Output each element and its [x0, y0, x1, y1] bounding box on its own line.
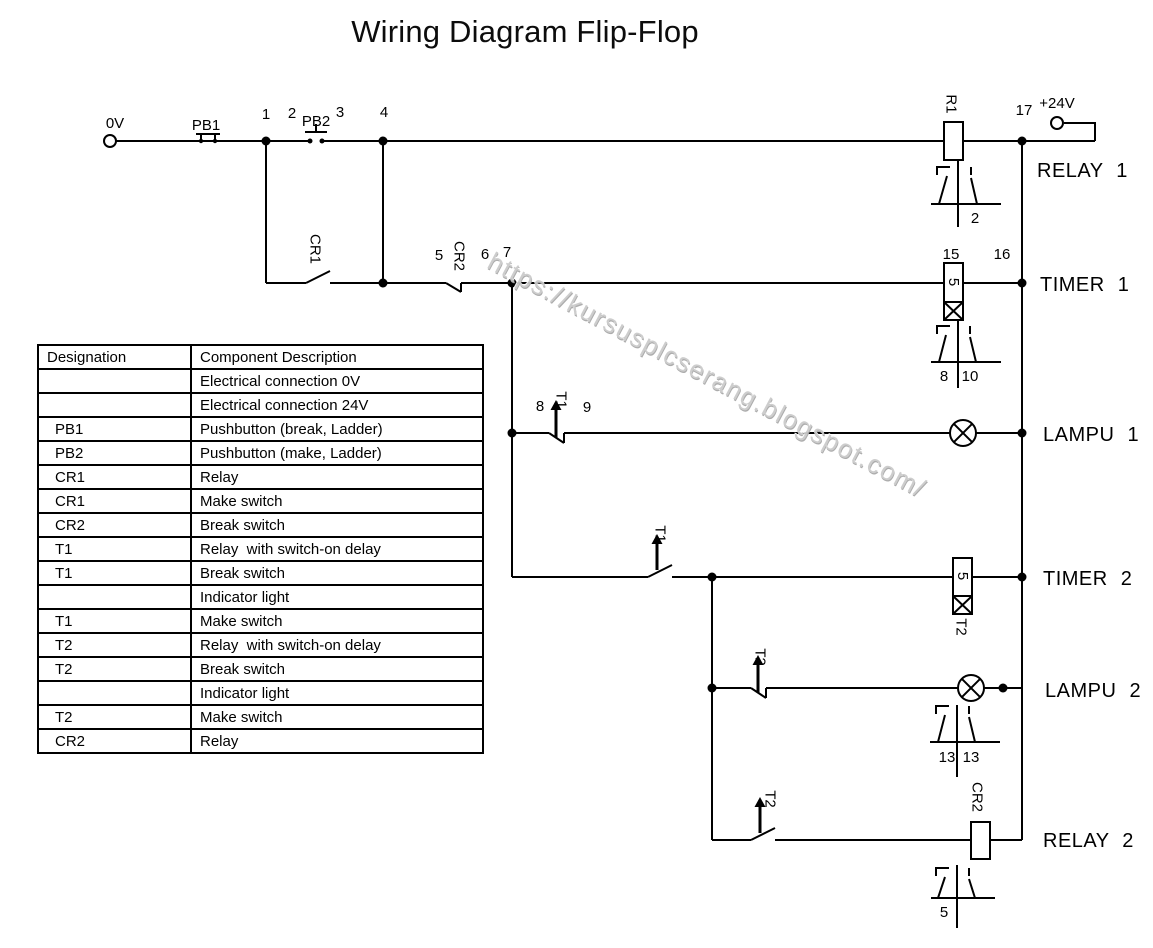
contact-cr1-make	[305, 270, 331, 284]
changeover-ref-cr2	[931, 865, 995, 928]
contact-t2-break-delay	[750, 655, 767, 699]
timer2-coil-tag: T2	[953, 618, 970, 636]
terminal-0v-icon	[103, 134, 117, 148]
relay2-row-label: RELAY 2	[1043, 830, 1134, 852]
changeover-ref-r1	[931, 160, 1001, 227]
node-7-label: 7	[503, 244, 511, 261]
relay-coil-cr2	[970, 821, 991, 860]
relay1-row-label: RELAY 1	[1037, 160, 1128, 182]
r1-coil-label: R1	[943, 94, 960, 113]
node-4-label: 4	[380, 104, 388, 121]
relay2-switch-tag: T2	[762, 790, 779, 808]
timer1-ref-right: 10	[962, 368, 979, 385]
timer1-ref-left: 8	[940, 368, 948, 385]
cr2-coil-label: CR2	[969, 782, 986, 812]
contact-pb2-make	[305, 124, 327, 144]
cr2-contact-label: CR2	[451, 241, 468, 271]
timer-coil-t2	[952, 557, 973, 615]
timer-coil-t1	[943, 262, 964, 321]
column-header-description: Component Description	[190, 344, 484, 370]
contact-t1-break-delay	[548, 400, 565, 444]
column-header-designation: Designation	[37, 344, 192, 370]
timer1-delay-value: 5	[945, 278, 962, 286]
junction-dots	[261, 136, 1027, 693]
node-16-label: 16	[994, 246, 1011, 263]
timer1-row-label: TIMER 1	[1040, 274, 1129, 296]
table-row: Electrical connection 0V	[37, 368, 484, 394]
lampu1-ref-right: 9	[583, 399, 591, 416]
component-table: Designation Component Description Electr…	[37, 344, 484, 754]
timer2-switch-tag: T1	[652, 525, 669, 543]
lamp-1-icon	[949, 419, 977, 447]
contact-cr2-break	[445, 282, 462, 293]
terminal-0v-label: 0V	[106, 115, 124, 132]
pb1-label: PB1	[192, 117, 220, 134]
node-17-label: 17	[1016, 102, 1033, 119]
lamp-2-icon	[957, 674, 985, 702]
lampu2-row-label: LAMPU 2	[1045, 680, 1141, 702]
table-row: Indicator light	[37, 584, 484, 610]
lampu2-switch-tag: T2	[752, 648, 769, 666]
r1-contact-ref-label: 2	[971, 210, 979, 227]
node-6-label: 6	[481, 246, 489, 263]
lampu1-switch-tag: T1	[553, 391, 570, 409]
lampu2-ref-left: 13	[939, 749, 956, 766]
node-1-label: 1	[262, 106, 270, 123]
timer2-delay-value: 5	[954, 572, 971, 580]
timer2-row-label: TIMER 2	[1043, 568, 1132, 590]
node-15-label: 15	[943, 246, 960, 263]
contact-t2-make-delay	[750, 797, 776, 841]
cr1-contact-label: CR1	[307, 234, 324, 264]
lampu2-ref-right: 13	[963, 749, 980, 766]
changeover-ref-lamp2	[930, 705, 1000, 777]
node-2-label: 2	[288, 105, 296, 122]
terminal-24v-label: +24V	[1039, 95, 1074, 112]
table-header-row: Designation Component Description	[37, 344, 484, 370]
cr2-contact-ref-label: 5	[940, 904, 948, 921]
relay-coil-r1	[943, 121, 964, 161]
pb2-label: PB2	[302, 113, 330, 130]
table-row: Indicator light	[37, 680, 484, 706]
contact-t1-make-delay	[647, 534, 673, 578]
node-5-label: 5	[435, 247, 443, 264]
contact-pb1-break	[196, 133, 220, 144]
lampu1-row-label: LAMPU 1	[1043, 424, 1139, 446]
node-3-label: 3	[336, 104, 344, 121]
changeover-ref-t1	[931, 320, 1001, 388]
table-row: Electrical connection 24V	[37, 392, 484, 418]
page-title: Wiring Diagram Flip-Flop	[351, 14, 699, 49]
terminal-24v-icon	[1050, 116, 1064, 130]
lampu1-ref-left: 8	[536, 398, 544, 415]
